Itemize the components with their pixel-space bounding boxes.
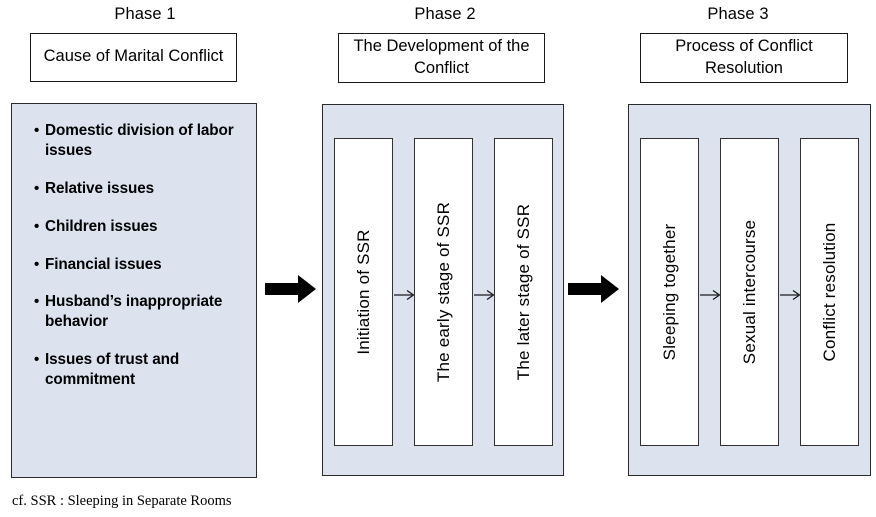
- thin-right-arrow-icon: [780, 289, 801, 301]
- list-item: • Husband’s inappropriate behavior: [34, 292, 248, 332]
- list-item-label: Children issues: [45, 217, 158, 235]
- phase-2-panel: Initiation of SSR The early stage of SSR…: [322, 104, 564, 476]
- phase-1-panel: • Domestic division of labor issues • Re…: [11, 103, 257, 478]
- phase-3-heading: Phase 3: [707, 5, 769, 23]
- list-item-label: Relative issues: [45, 179, 155, 197]
- phase-3-step-box-3: Conflict resolution: [800, 138, 859, 446]
- phase-3-step-arrow-2: [780, 289, 802, 301]
- footnote-text: cf. SSR : Sleeping in Separate Rooms: [12, 493, 232, 509]
- bullet-icon: •: [34, 293, 40, 311]
- bullet-icon: •: [34, 217, 40, 235]
- phase-3-step-arrow-1: [700, 289, 722, 301]
- phase-2-step-arrow-2: [474, 289, 496, 301]
- phase-1-column: Phase 1 Cause of Marital Conflict • Dome…: [0, 0, 290, 490]
- phase-2-step-arrow-1: [394, 289, 416, 301]
- thin-right-arrow-icon: [700, 289, 721, 301]
- thin-right-arrow-icon: [394, 289, 415, 301]
- phase-2-column: Phase 2 The Development of the Conflict …: [300, 0, 590, 490]
- list-item-label: Financial issues: [45, 255, 162, 273]
- list-item-label: Issues of trust and commitment: [45, 351, 180, 388]
- list-item: • Relative issues: [34, 179, 248, 199]
- right-arrow-icon: [568, 275, 619, 303]
- phase-2-step-box-2: The early stage of SSR: [414, 138, 473, 446]
- list-item: • Financial issues: [34, 255, 248, 275]
- phase-3-panel: Sleeping together Sexual intercourse Con…: [628, 104, 871, 476]
- list-item-label: Domestic division of labor issues: [45, 122, 234, 159]
- bullet-icon: •: [34, 179, 40, 197]
- phase-3-step-label-2: Sexual intercourse: [739, 219, 759, 365]
- phase-1-heading: Phase 1: [114, 5, 176, 23]
- arrow-phase2-to-phase3: [568, 274, 620, 304]
- thin-right-arrow-icon: [474, 289, 495, 301]
- bullet-icon: •: [34, 122, 40, 139]
- phase-1-title-text: Cause of Marital Conflict: [43, 47, 224, 66]
- phase-3-step-label-3: Conflict resolution: [819, 222, 839, 362]
- phase-2-step-box-3: The later stage of SSR: [494, 138, 553, 446]
- phase-3-title-text: Process of Conflict Resolution: [675, 36, 813, 77]
- list-item-label: Husband’s inappropriate behavior: [45, 293, 223, 331]
- phase-2-title-box: The Development of the Conflict: [338, 33, 545, 83]
- phase-2-title-text: The Development of the Conflict: [353, 36, 530, 77]
- right-arrow-icon: [265, 275, 316, 303]
- cause-bullet-list: • Domestic division of labor issues • Re…: [34, 121, 248, 390]
- bullet-icon: •: [34, 255, 40, 273]
- phase-3-step-box-1: Sleeping together: [640, 138, 699, 446]
- phase-3-column: Phase 3 Process of Conflict Resolution S…: [600, 0, 876, 490]
- list-item: • Children issues: [34, 217, 248, 237]
- list-item: • Domestic division of labor issues: [34, 121, 248, 161]
- bullet-icon: •: [34, 351, 40, 369]
- phase-3-title-box: Process of Conflict Resolution: [640, 33, 848, 83]
- phase-2-step-label-1: Initiation of SSR: [353, 229, 373, 355]
- phase-2-step-label-3: The later stage of SSR: [513, 203, 533, 381]
- phase-2-step-label-2: The early stage of SSR: [433, 201, 453, 383]
- phase-2-step-box-1: Initiation of SSR: [334, 138, 393, 446]
- phase-3-step-box-2: Sexual intercourse: [720, 138, 779, 446]
- arrow-phase1-to-phase2: [265, 274, 317, 304]
- phase-3-step-label-1: Sleeping together: [659, 223, 679, 361]
- phase-2-heading: Phase 2: [414, 5, 476, 23]
- phase-1-title-box: Cause of Marital Conflict: [30, 33, 237, 82]
- list-item: • Issues of trust and commitment: [34, 350, 248, 390]
